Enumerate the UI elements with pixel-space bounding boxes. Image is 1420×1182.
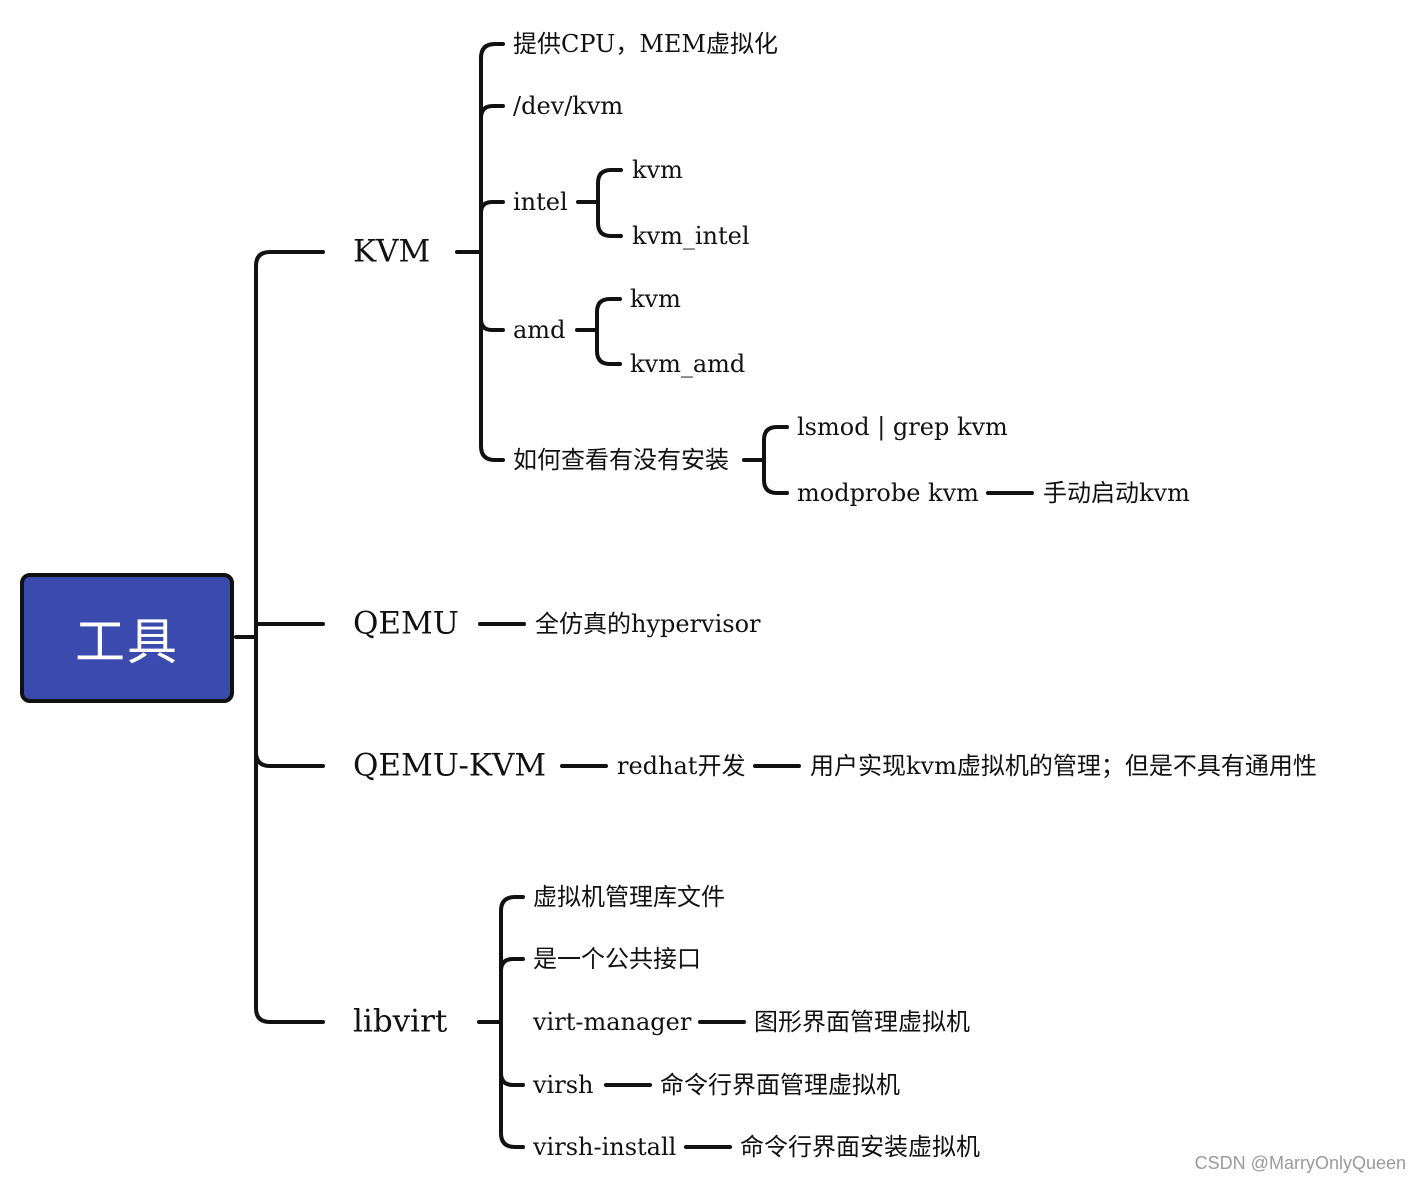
node-qemu-desc: 全仿真的hypervisor <box>535 610 761 638</box>
node-kvm: KVM <box>353 233 431 270</box>
connector-root <box>234 250 325 1024</box>
node-intel: intel <box>513 188 568 216</box>
connector-libvirt <box>477 895 525 1149</box>
node-virsh-install-desc: 命令行界面安装虚拟机 <box>740 1133 980 1161</box>
watermark: CSDN @MarryOnlyQueen <box>1194 1153 1406 1173</box>
node-amd-kvm: kvm <box>630 285 681 313</box>
node-intel-kvm-intel: kvm_intel <box>632 222 750 250</box>
node-amd: amd <box>513 316 566 344</box>
node-libvirt-api: 是一个公共接口 <box>533 945 701 973</box>
connector-intel <box>576 168 623 238</box>
connector-kvm <box>455 42 505 462</box>
node-check-install: 如何查看有没有安装 <box>513 446 729 474</box>
node-qemu-kvm-dev: redhat开发 <box>617 752 746 780</box>
node-intel-kvm: kvm <box>632 156 683 184</box>
node-amd-kvm-amd: kvm_amd <box>630 350 746 378</box>
node-modprobe-note: 手动启动kvm <box>1043 479 1190 507</box>
node-virt-manager: virt-manager <box>533 1008 692 1036</box>
node-libvirt: libvirt <box>353 1003 448 1040</box>
node-qemu-kvm: QEMU-KVM <box>353 747 547 784</box>
node-lsmod: lsmod | grep kvm <box>797 413 1008 441</box>
root-label: 工具 <box>75 613 179 671</box>
node-kvm-provides: 提供CPU，MEM虚拟化 <box>513 30 778 58</box>
node-kvm-device: /dev/kvm <box>513 92 624 120</box>
connector-amd <box>575 297 622 366</box>
node-virsh-desc: 命令行界面管理虚拟机 <box>660 1071 900 1099</box>
root-node: 工具 <box>20 573 234 703</box>
node-modprobe: modprobe kvm <box>797 479 979 507</box>
node-virsh-install: virsh-install <box>533 1133 677 1161</box>
node-qemu-kvm-desc: 用户实现kvm虚拟机的管理；但是不具有通用性 <box>810 752 1317 780</box>
node-qemu: QEMU <box>353 605 459 642</box>
node-virsh: virsh <box>533 1071 594 1099</box>
node-libvirt-lib: 虚拟机管理库文件 <box>533 883 725 911</box>
node-virt-manager-desc: 图形界面管理虚拟机 <box>754 1008 970 1036</box>
connector-check <box>742 425 789 495</box>
